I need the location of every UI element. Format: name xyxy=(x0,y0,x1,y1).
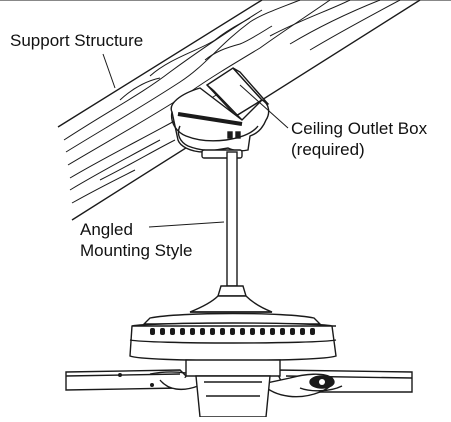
vent-slot xyxy=(240,328,245,335)
support-structure-text: Support Structure xyxy=(10,31,144,50)
ceiling-outlet-box-text: Ceiling Outlet Box xyxy=(291,119,428,138)
vent-slot xyxy=(260,328,265,335)
vent-slot xyxy=(280,328,285,335)
leader-mounting-style xyxy=(148,221,225,228)
required-note-text: (required) xyxy=(291,140,365,159)
downrod xyxy=(226,151,238,287)
vent-slot xyxy=(300,328,305,335)
ceiling-outlet-box-label: Ceiling Outlet Box (required) xyxy=(291,118,427,160)
vent-slot xyxy=(170,328,175,335)
motor-housing xyxy=(129,312,337,362)
vent-slot xyxy=(150,328,155,335)
vent-slot xyxy=(180,328,185,335)
vent-slot xyxy=(230,328,235,335)
motor-collar xyxy=(189,285,273,313)
vent-slot xyxy=(190,328,195,335)
leader-outlet-box xyxy=(239,84,289,129)
vent-slot xyxy=(220,328,225,335)
support-structure-label: Support Structure xyxy=(10,30,143,51)
support-structure-beam xyxy=(57,0,421,221)
vent-slot xyxy=(210,328,215,335)
vent-slot xyxy=(290,328,295,335)
motor-vents xyxy=(150,328,315,335)
mounting-style-text: Mounting Style xyxy=(80,241,193,260)
vent-slot xyxy=(310,328,315,335)
vent-slot xyxy=(200,328,205,335)
mounting-style-label: Angled Mounting Style xyxy=(80,219,192,261)
leader-lines xyxy=(102,53,289,228)
vent-slot xyxy=(270,328,275,335)
vent-slot xyxy=(160,328,165,335)
fan-blades xyxy=(65,369,413,398)
switch-housing xyxy=(185,359,281,418)
angled-text: Angled xyxy=(80,220,133,239)
vent-slot xyxy=(250,328,255,335)
leader-support-structure xyxy=(102,53,116,89)
